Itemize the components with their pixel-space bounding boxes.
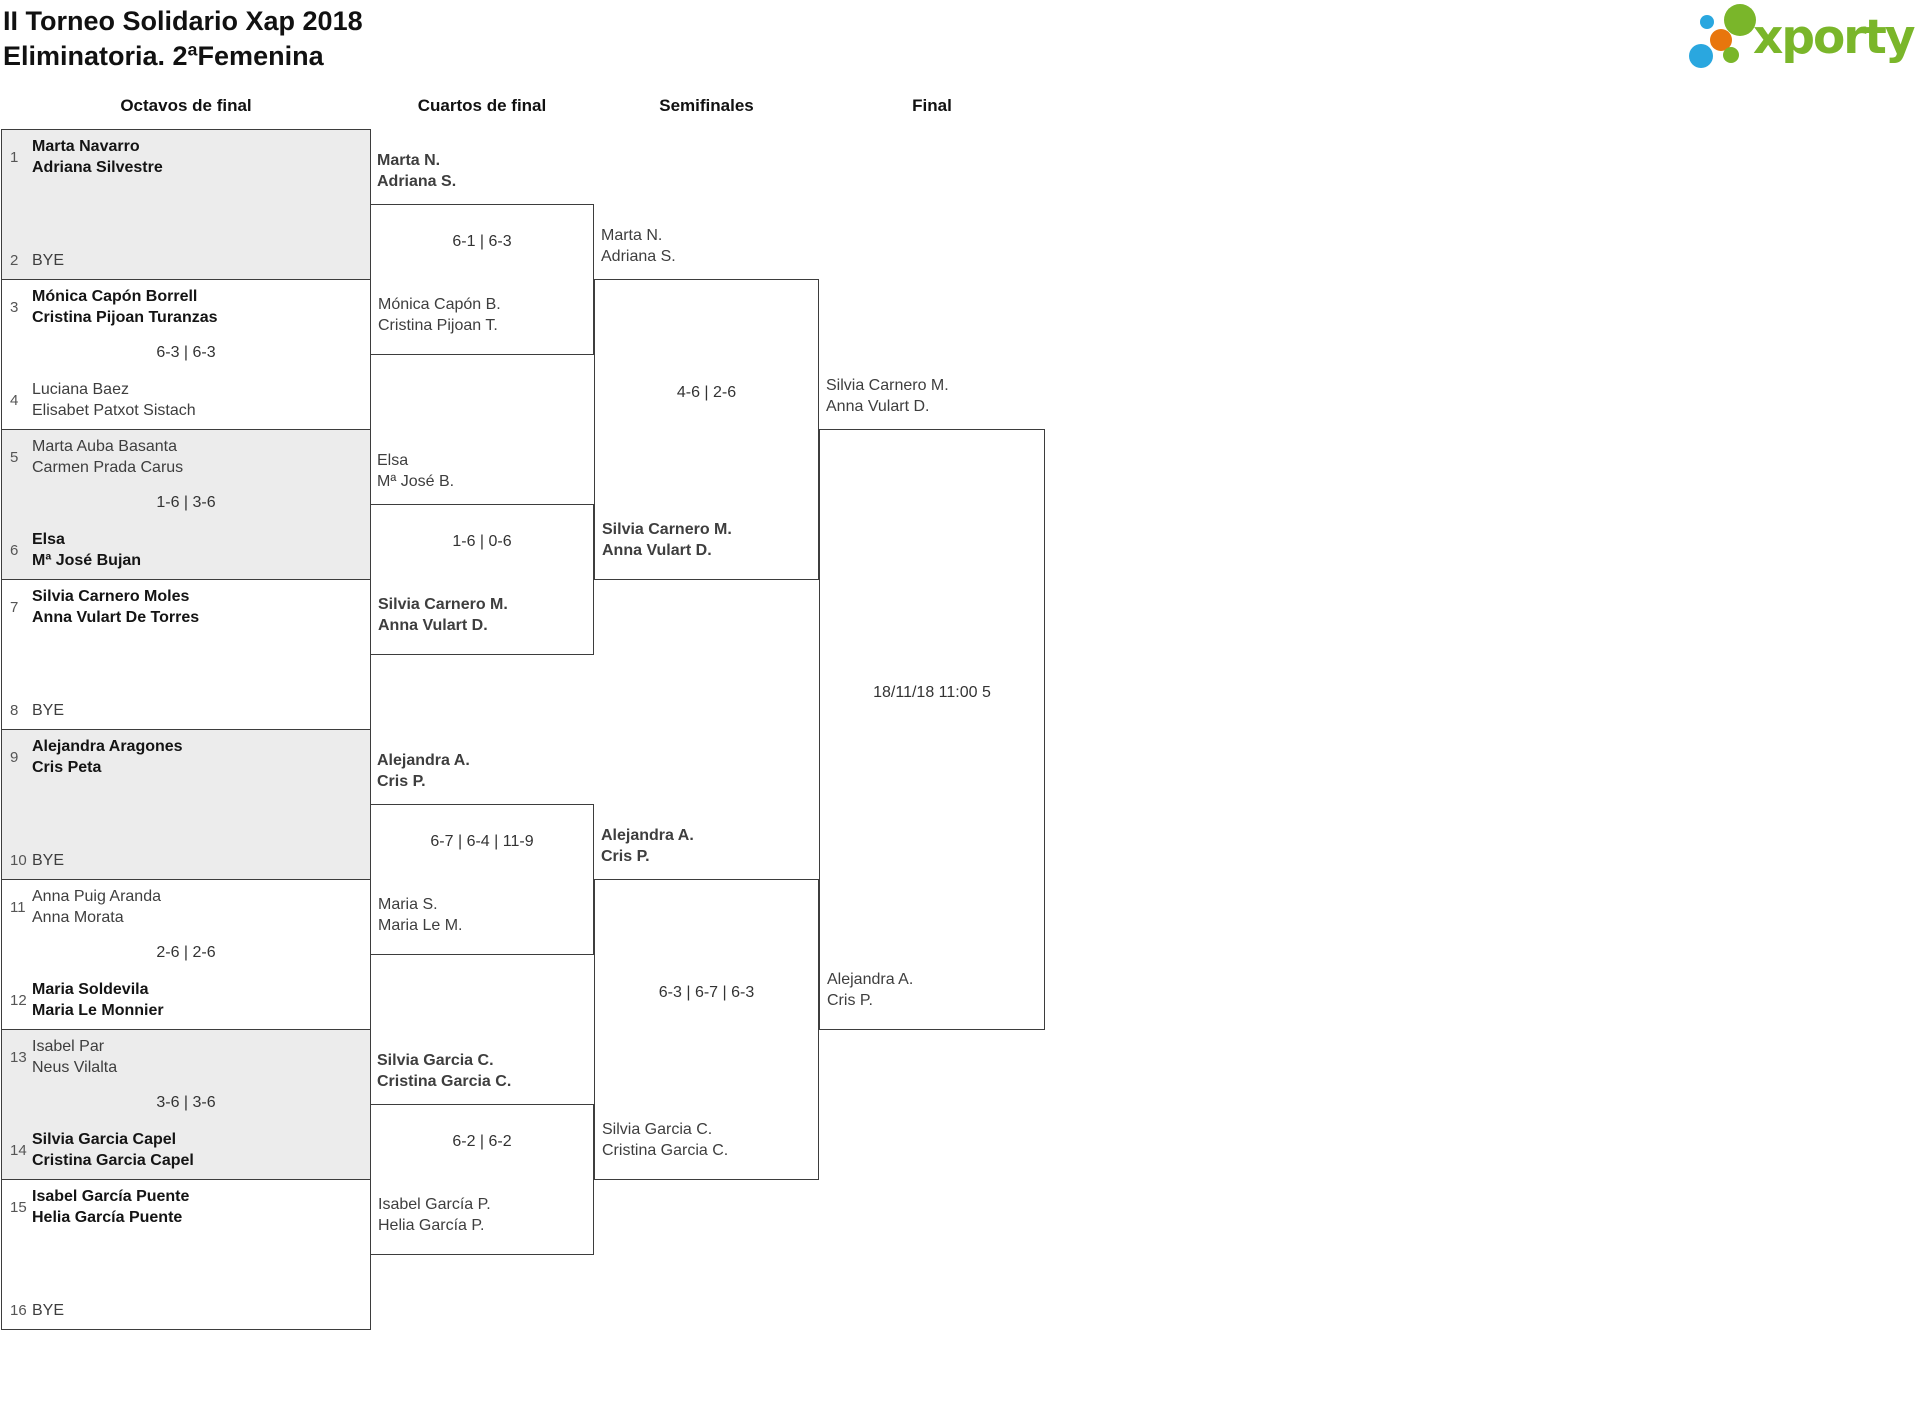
seed-number: 4 [10, 391, 19, 409]
team-name: BYE [32, 1302, 65, 1319]
seed-number: 2 [10, 252, 19, 269]
match-score: 1-6 | 0-6 [452, 533, 512, 550]
match-box-octavos-2: 3 Mónica Capón Borrell Cristina Pijoan T… [1, 279, 371, 430]
match-box-final: 18/11/18 11:00 5 Alejandra A. Cris P. [819, 429, 1045, 1030]
team-name: BYE [32, 252, 65, 269]
team-row: 12 Maria Soldevila Maria Le Monnier [10, 979, 362, 1021]
team-name: Mónica Capón Borrell Cristina Pijoan Tur… [32, 288, 218, 326]
team-row: 13 Isabel Par Neus Vilalta [10, 1036, 362, 1078]
team-name: Elsa Mª José Bujan [32, 531, 142, 569]
seed-number: 15 [10, 1198, 27, 1216]
team-row: 9 Alejandra Aragones Cris Peta [10, 736, 362, 778]
team-row: 7 Silvia Carnero Moles Anna Vulart De To… [10, 586, 362, 628]
match-score: 4-6 | 2-6 [676, 384, 737, 401]
team-row: 1 Marta Navarro Adriana Silvestre [10, 136, 362, 178]
team-row: 5 Marta Auba Basanta Carmen Prada Carus [10, 436, 362, 478]
team-row: 14 Silvia Garcia Capel Cristina Garcia C… [10, 1129, 362, 1171]
match-box-cuartos-3: 6-7 | 6-4 | 11-9 Maria S. Maria Le M. [370, 804, 594, 955]
round-header-octavos: Octavos de final [120, 96, 252, 115]
team-row: 4 Luciana Baez Elisabet Patxot Sistach [10, 379, 362, 421]
seed-number: 5 [10, 448, 19, 466]
team-row: 10 BYE [10, 850, 362, 871]
seed-number: 3 [10, 298, 19, 316]
team-name: Silvia Carnero M. Anna Vulart D. [826, 377, 949, 415]
match-box-octavos-6: 11 Anna Puig Aranda Anna Morata 2-6 | 2-… [1, 879, 371, 1030]
match-box-octavos-4: 7 Silvia Carnero Moles Anna Vulart De To… [1, 579, 371, 730]
match-box-octavos-7: 13 Isabel Par Neus Vilalta 3-6 | 3-6 14 … [1, 1029, 371, 1180]
match-box-octavos-5: 9 Alejandra Aragones Cris Peta 10 BYE [1, 729, 371, 880]
match-score: 6-7 | 6-4 | 11-9 [430, 833, 534, 850]
page-title: II Torneo Solidario Xap 2018 Eliminatori… [3, 6, 363, 71]
match-box-octavos-1: 1 Marta Navarro Adriana Silvestre 2 BYE [1, 129, 371, 280]
team-name: Alejandra A. Cris P. [377, 752, 470, 790]
logo-dot-orange-icon [1710, 29, 1732, 51]
team-name: Isabel Par Neus Vilalta [32, 1038, 118, 1076]
match-schedule: 18/11/18 11:00 5 [873, 684, 991, 701]
match-box-semifinal-2: 6-3 | 6-7 | 6-3 Silvia Garcia C. Cristin… [594, 879, 819, 1180]
team-name: Alejandra A. Cris P. [601, 827, 694, 865]
team-row: 2 BYE [10, 250, 362, 271]
match-box-cuartos-4: 6-2 | 6-2 Isabel García P. Helia García … [370, 1104, 594, 1255]
seed-number: 14 [10, 1141, 27, 1159]
match-score: 2-6 | 2-6 [156, 944, 216, 961]
team-row: 8 BYE [10, 700, 362, 721]
match-score: 1-6 | 3-6 [156, 494, 216, 511]
team-name: Silvia Carnero M. Anna Vulart D. [378, 596, 508, 634]
logo-dot-green-large-icon [1724, 4, 1756, 36]
seed-number: 6 [10, 541, 19, 559]
team-name: Isabel García Puente Helia García Puente [32, 1188, 190, 1226]
team-name: Silvia Garcia C. Cristina Garcia C. [602, 1121, 729, 1159]
seed-number: 12 [10, 991, 27, 1009]
team-name: Silvia Carnero M. Anna Vulart D. [602, 521, 732, 559]
team-row: 16 BYE [10, 1300, 362, 1321]
match-box-octavos-8: 15 Isabel García Puente Helia García Pue… [1, 1179, 371, 1330]
match-score: 6-2 | 6-2 [452, 1133, 512, 1150]
team-name: Alejandra Aragones Cris Peta [32, 738, 183, 776]
team-row: 6 Elsa Mª José Bujan [10, 529, 362, 571]
seed-number: 8 [10, 702, 19, 719]
team-name: Marta N. Adriana S. [601, 227, 676, 265]
seed-number: 9 [10, 748, 19, 766]
team-name: Silvia Carnero Moles Anna Vulart De Torr… [32, 588, 200, 626]
logo-dot-blue-small-icon [1700, 15, 1714, 29]
team-name: Marta N. Adriana S. [377, 152, 457, 190]
seed-number: 13 [10, 1048, 27, 1066]
team-name: BYE [32, 852, 65, 869]
team-name: Marta Auba Basanta Carmen Prada Carus [32, 438, 184, 476]
team-name: Maria S. Maria Le M. [378, 896, 463, 934]
match-box-cuartos-1: 6-1 | 6-3 Mónica Capón B. Cristina Pijoa… [370, 204, 594, 355]
team-name: Silvia Garcia Capel Cristina Garcia Cape… [32, 1131, 194, 1169]
seed-number: 16 [10, 1302, 27, 1319]
seed-number: 1 [10, 148, 19, 166]
team-name: BYE [32, 702, 65, 719]
round-header-final: Final [912, 96, 952, 115]
logo-wordmark: xporty [1753, 10, 1916, 65]
match-score: 6-3 | 6-7 | 6-3 [658, 984, 755, 1001]
match-box-semifinal-1: 4-6 | 2-6 Silvia Carnero M. Anna Vulart … [594, 279, 819, 580]
team-name: Mónica Capón B. Cristina Pijoan T. [378, 296, 501, 334]
match-score: 6-1 | 6-3 [452, 233, 512, 250]
team-name: Luciana Baez Elisabet Patxot Sistach [32, 381, 196, 419]
round-header-semifinales: Semifinales [659, 96, 754, 115]
team-row: 3 Mónica Capón Borrell Cristina Pijoan T… [10, 286, 362, 328]
match-score: 3-6 | 3-6 [156, 1094, 216, 1111]
team-name: Marta Navarro Adriana Silvestre [32, 138, 163, 176]
team-name: Silvia Garcia C. Cristina Garcia C. [377, 1052, 512, 1090]
match-score: 6-3 | 6-3 [156, 344, 216, 361]
logo-dot-blue-large-icon [1689, 44, 1713, 68]
match-box-cuartos-2: 1-6 | 0-6 Silvia Carnero M. Anna Vulart … [370, 504, 594, 655]
team-row: 15 Isabel García Puente Helia García Pue… [10, 1186, 362, 1228]
seed-number: 10 [10, 852, 27, 869]
team-name: Anna Puig Aranda Anna Morata [32, 888, 161, 926]
round-header-cuartos: Cuartos de final [417, 96, 547, 115]
seed-number: 7 [10, 598, 19, 616]
team-name: Alejandra A. Cris P. [827, 971, 914, 1009]
team-name: Elsa Mª José B. [377, 452, 455, 490]
match-box-octavos-3: 5 Marta Auba Basanta Carmen Prada Carus … [1, 429, 371, 580]
team-row: 11 Anna Puig Aranda Anna Morata [10, 886, 362, 928]
seed-number: 11 [10, 898, 26, 916]
team-name: Maria Soldevila Maria Le Monnier [32, 981, 164, 1019]
logo-dot-green-small-icon [1723, 47, 1739, 63]
team-name: Isabel García P. Helia García P. [378, 1196, 491, 1234]
